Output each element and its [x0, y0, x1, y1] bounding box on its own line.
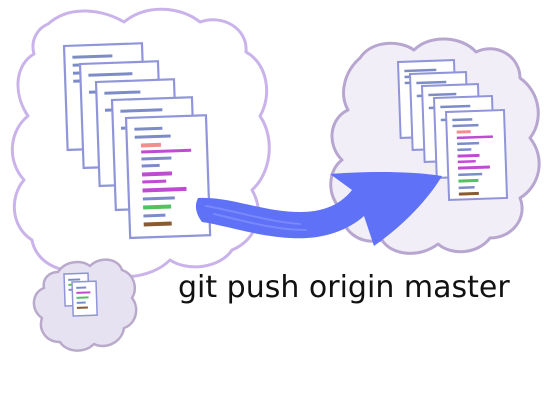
local-code-pages [62, 42, 212, 240]
remote-code-pages [396, 59, 509, 201]
push-arrow [195, 172, 442, 246]
local-repository-cloud [10, 7, 271, 279]
push-arrow-shape [195, 172, 442, 246]
code-page-front [124, 114, 212, 240]
push-arrow-brush-texture [205, 205, 307, 231]
code-page-front [444, 108, 509, 201]
small-code-pages [63, 272, 98, 317]
remote-repository-cloud [329, 37, 541, 255]
command-caption: git push origin master [178, 270, 510, 305]
code-page [71, 280, 98, 317]
small-repository-cloud [32, 258, 138, 352]
